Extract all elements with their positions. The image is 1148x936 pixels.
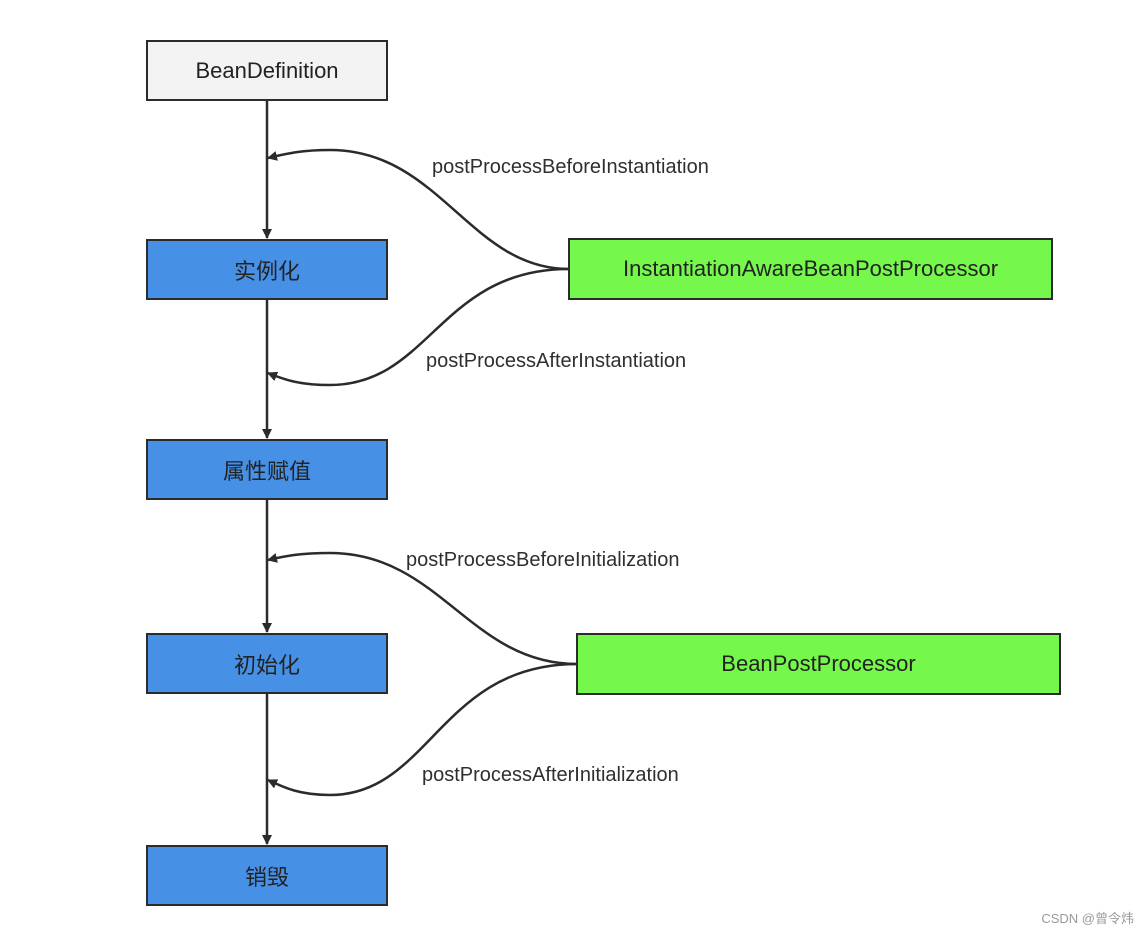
node-bean-definition: BeanDefinition — [146, 40, 388, 101]
node-initialize-label: 初始化 — [233, 652, 300, 678]
node-instantiation-aware-processor: InstantiationAwareBeanPostProcessor — [568, 238, 1053, 300]
hook-curve-before-initialization — [267, 551, 578, 666]
hook-curve-after-initialization — [267, 662, 578, 797]
node-destroy-label: 销毁 — [244, 864, 289, 890]
node-instantiate-label: 实例化 — [233, 258, 300, 284]
node-initialize: 初始化 — [146, 633, 388, 694]
node-destroy: 销毁 — [146, 845, 388, 906]
hook-curve-after-instantiation — [267, 267, 570, 387]
node-bean-post-processor: BeanPostProcessor — [576, 633, 1061, 695]
edge-label-after-instantiation: postProcessAfterInstantiation — [426, 350, 687, 372]
node-instantiate: 实例化 — [146, 239, 388, 300]
node-bean-definition-label: BeanDefinition — [195, 57, 339, 83]
hook-curve-before-instantiation — [267, 148, 570, 271]
watermark: CSDN @曾令炜 — [1041, 911, 1134, 926]
node-populate: 属性赋值 — [146, 439, 388, 500]
node-bean-post-processor-label: BeanPostProcessor — [721, 651, 916, 676]
edge-label-after-initialization: postProcessAfterInitialization — [422, 764, 679, 786]
edge-label-before-initialization: postProcessBeforeInitialization — [406, 549, 680, 571]
node-instantiation-aware-processor-label: InstantiationAwareBeanPostProcessor — [622, 256, 999, 281]
node-populate-label: 属性赋值 — [222, 458, 311, 484]
edge-label-before-instantiation: postProcessBeforeInstantiation — [432, 156, 709, 178]
